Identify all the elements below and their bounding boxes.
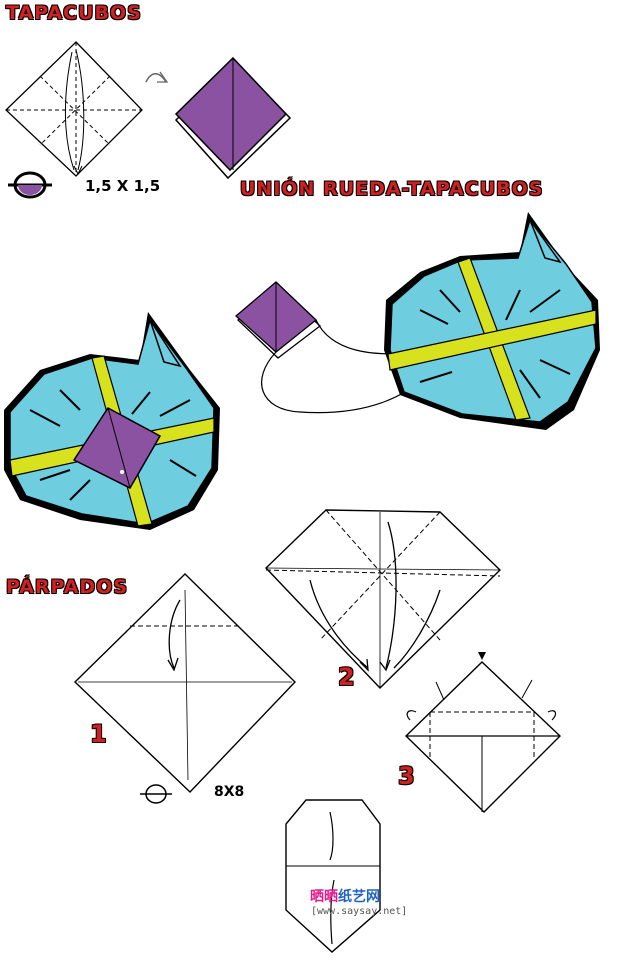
wheel-right [384,212,600,430]
tapacubos-title: TAPACUBOS [6,2,142,24]
union-title: UNIÓN RUEDA-TAPACUBOS [240,178,544,200]
watermark-logo: 晒晒纸艺网 [310,886,380,906]
tapacubos-finished-model [174,56,292,180]
size-symbol-icon [140,784,172,804]
parpados-step2-diagram [265,509,502,689]
watermark-text-part2: 纸艺网 [338,889,380,905]
small-paper-size: 1,5 X 1,5 [85,177,161,195]
parpados-title: PÁRPADOS [6,576,129,598]
wheel-left [4,312,220,530]
tapacubos-crease-diagram [5,41,143,177]
parpados-step3-diagram [404,652,562,813]
step-number-2: 2 [338,663,355,691]
union-small-piece [235,281,322,359]
big-paper-size: 8X8 [214,784,245,800]
parpados-final-diagram [285,799,381,953]
curved-arrow-icon [145,73,167,83]
step-number-3: 3 [398,762,415,790]
size-symbol-icon [8,171,52,199]
step-number-1: 1 [90,720,107,748]
watermark-text-part1: 晒晒 [310,889,338,905]
parpados-step1-diagram [73,573,296,793]
watermark-url: [www.saysay.net] [311,906,408,917]
